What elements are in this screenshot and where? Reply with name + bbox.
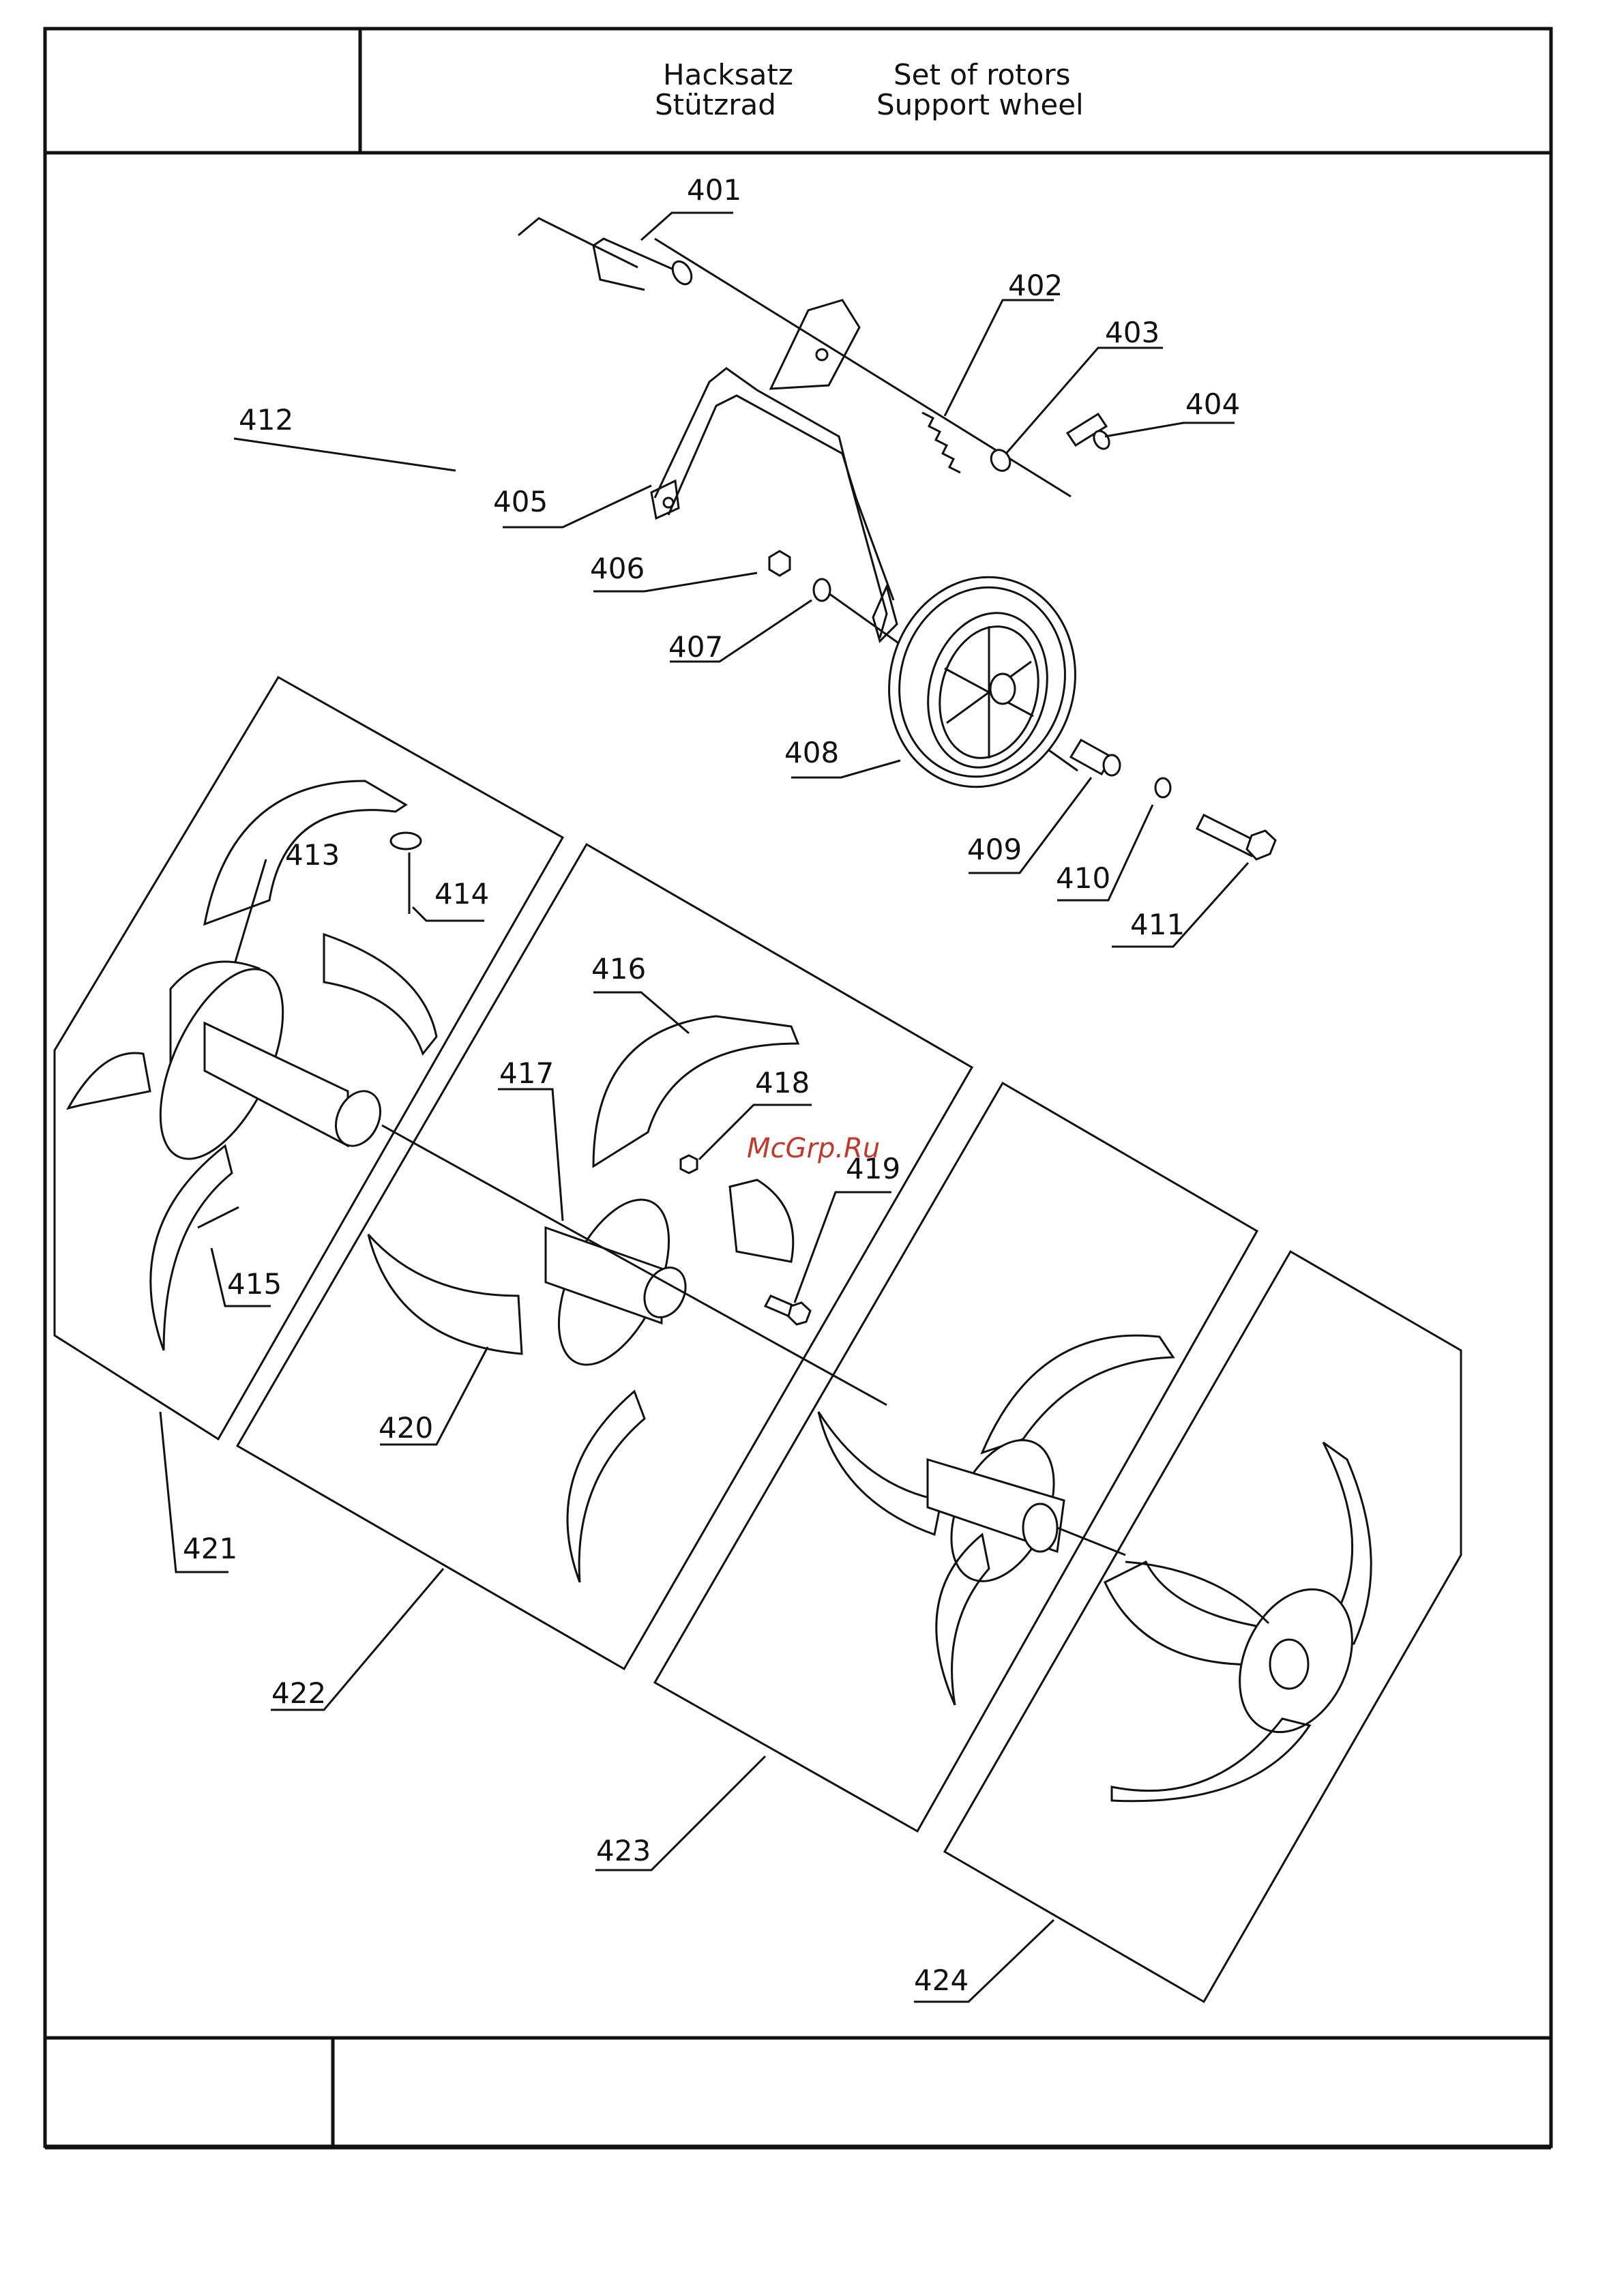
label-411: 411 bbox=[1130, 908, 1185, 941]
title-de-line1: Hacksatz bbox=[663, 58, 793, 91]
label-402: 402 bbox=[1008, 269, 1063, 302]
part-number-labels: 401 402 403 404 405 406 407 408 409 410 … bbox=[183, 173, 1240, 1997]
label-413: 413 bbox=[285, 838, 340, 872]
label-415: 415 bbox=[227, 1267, 282, 1301]
wheel-408 bbox=[866, 556, 1098, 808]
label-409: 409 bbox=[967, 833, 1022, 866]
spring-402 bbox=[922, 413, 960, 473]
label-410: 410 bbox=[1056, 861, 1110, 895]
label-422: 422 bbox=[271, 1676, 326, 1710]
label-404: 404 bbox=[1185, 387, 1240, 421]
rotor-group-424 bbox=[945, 1252, 1461, 2002]
label-424: 424 bbox=[914, 1964, 969, 1997]
label-417: 417 bbox=[499, 1056, 554, 1090]
label-423: 423 bbox=[596, 1834, 651, 1867]
label-403: 403 bbox=[1105, 316, 1160, 349]
label-420: 420 bbox=[379, 1411, 433, 1445]
label-401: 401 bbox=[687, 173, 741, 207]
title-de-line2: Stützrad bbox=[655, 88, 776, 121]
rotor-group-423 bbox=[655, 1083, 1257, 1831]
title-en-line1: Set of rotors bbox=[894, 58, 1071, 91]
label-412: 412 bbox=[239, 403, 293, 436]
support-wheel-assembly bbox=[518, 218, 1275, 859]
title-block-header: Hacksatz Stützrad Set of rotors Support … bbox=[655, 58, 1084, 121]
label-418: 418 bbox=[755, 1066, 810, 1099]
title-en-line2: Support wheel bbox=[876, 88, 1084, 121]
label-421: 421 bbox=[183, 1532, 237, 1565]
watermark-text: McGrp.Ru bbox=[747, 1133, 880, 1164]
label-405: 405 bbox=[493, 485, 548, 518]
label-416: 416 bbox=[591, 952, 646, 986]
label-414: 414 bbox=[434, 877, 489, 910]
label-407: 407 bbox=[668, 630, 723, 664]
label-406: 406 bbox=[590, 552, 645, 585]
label-408: 408 bbox=[784, 736, 839, 769]
